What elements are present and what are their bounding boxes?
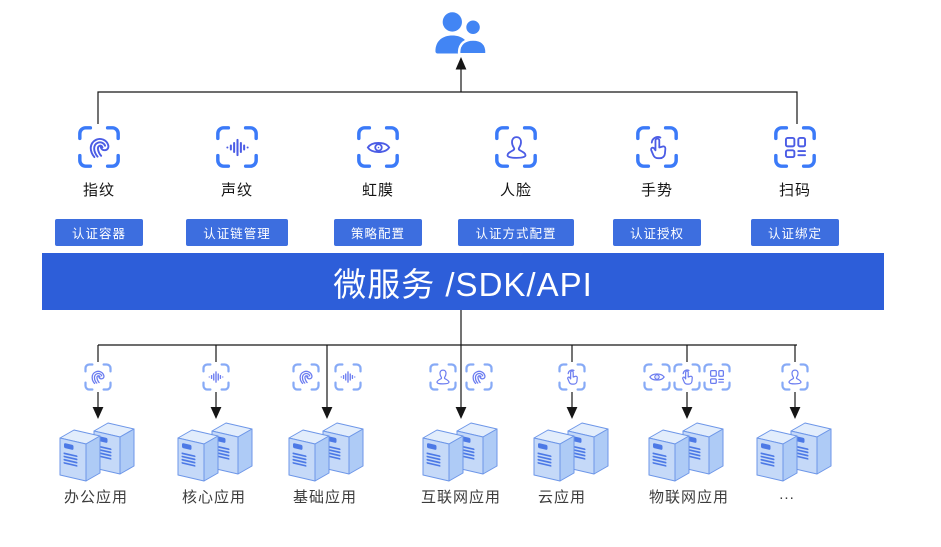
middleware-title: 微服务 /SDK/API xyxy=(333,265,593,303)
auth-column-iris: 虹膜 策略配置 xyxy=(308,124,448,246)
app-auth-icons xyxy=(557,362,587,392)
frame-corners-icon xyxy=(672,362,702,392)
frame-corners-icon xyxy=(780,362,810,392)
scan-frame xyxy=(557,362,587,392)
middleware-banner: 微服务 /SDK/API xyxy=(42,253,884,310)
scan-frame xyxy=(772,124,818,170)
scan-frame xyxy=(634,124,680,170)
scan-frame xyxy=(83,362,113,392)
auth-method-label: 声纹 xyxy=(220,182,253,199)
auth-column-scan-code: 扫码 认证绑定 xyxy=(725,124,865,246)
auth-column-gesture: 手势 认证授权 xyxy=(587,124,727,246)
app-label: 办公应用 xyxy=(63,489,128,506)
capability-badge: 认证授权 xyxy=(612,219,701,246)
frame-corners-icon xyxy=(214,124,260,170)
scan-frame xyxy=(355,124,401,170)
frame-corners-icon xyxy=(76,124,122,170)
scan-frame xyxy=(642,362,672,392)
scan-frame xyxy=(76,124,122,170)
frame-corners-icon xyxy=(493,124,539,170)
capability-badge: 认证绑定 xyxy=(750,219,839,246)
servers-icon xyxy=(756,418,834,482)
auth-column-fingerprint: 指纹 认证容器 xyxy=(29,124,169,246)
frame-corners-icon xyxy=(634,124,680,170)
servers-icon xyxy=(288,418,366,482)
app-auth-icons xyxy=(201,362,231,392)
frame-corners-icon xyxy=(291,362,321,392)
scan-frame xyxy=(214,124,260,170)
auth-method-label: 人脸 xyxy=(499,182,532,199)
auth-column-face: 人脸 认证方式配置 xyxy=(446,124,586,246)
frame-corners-icon xyxy=(464,362,494,392)
scan-frame xyxy=(201,362,231,392)
scan-frame xyxy=(333,362,363,392)
app-label: 核心应用 xyxy=(181,489,246,506)
app-auth-icons xyxy=(428,362,494,392)
auth-method-label: 指纹 xyxy=(82,182,115,199)
scan-frame xyxy=(464,362,494,392)
users-icon xyxy=(434,10,488,58)
frame-corners-icon xyxy=(355,124,401,170)
servers-icon xyxy=(422,418,500,482)
scan-frame xyxy=(702,362,732,392)
app-auth-icons xyxy=(291,362,363,392)
app-auth-icons xyxy=(642,362,732,392)
frame-corners-icon xyxy=(557,362,587,392)
frame-corners-icon xyxy=(702,362,732,392)
app-label: 基础应用 xyxy=(292,489,357,506)
app-auth-icons xyxy=(83,362,113,392)
servers-icon xyxy=(177,418,255,482)
scan-frame xyxy=(780,362,810,392)
capability-badge: 策略配置 xyxy=(333,219,422,246)
app-auth-icons xyxy=(780,362,810,392)
auth-column-voiceprint: 声纹 认证链管理 xyxy=(167,124,307,246)
auth-method-label: 虹膜 xyxy=(361,182,394,199)
scan-frame xyxy=(428,362,458,392)
app-label: 云应用 xyxy=(537,489,586,506)
capability-badge: 认证方式配置 xyxy=(458,219,574,246)
capability-badge: 认证链管理 xyxy=(186,219,288,246)
frame-corners-icon xyxy=(428,362,458,392)
servers-icon xyxy=(59,418,137,482)
frame-corners-icon xyxy=(83,362,113,392)
scan-frame xyxy=(493,124,539,170)
auth-method-label: 扫码 xyxy=(778,182,811,199)
top-connector-line xyxy=(97,91,798,124)
scan-frame xyxy=(291,362,321,392)
app-label: 物联网应用 xyxy=(648,489,729,506)
frame-corners-icon xyxy=(772,124,818,170)
scan-frame xyxy=(672,362,702,392)
frame-corners-icon xyxy=(201,362,231,392)
app-label: 互联网应用 xyxy=(420,489,501,506)
capability-badge: 认证容器 xyxy=(54,219,143,246)
frame-corners-icon xyxy=(642,362,672,392)
frame-corners-icon xyxy=(333,362,363,392)
auth-method-label: 手势 xyxy=(640,182,673,199)
servers-icon xyxy=(648,418,726,482)
servers-icon xyxy=(533,418,611,482)
app-label: ... xyxy=(779,486,795,503)
